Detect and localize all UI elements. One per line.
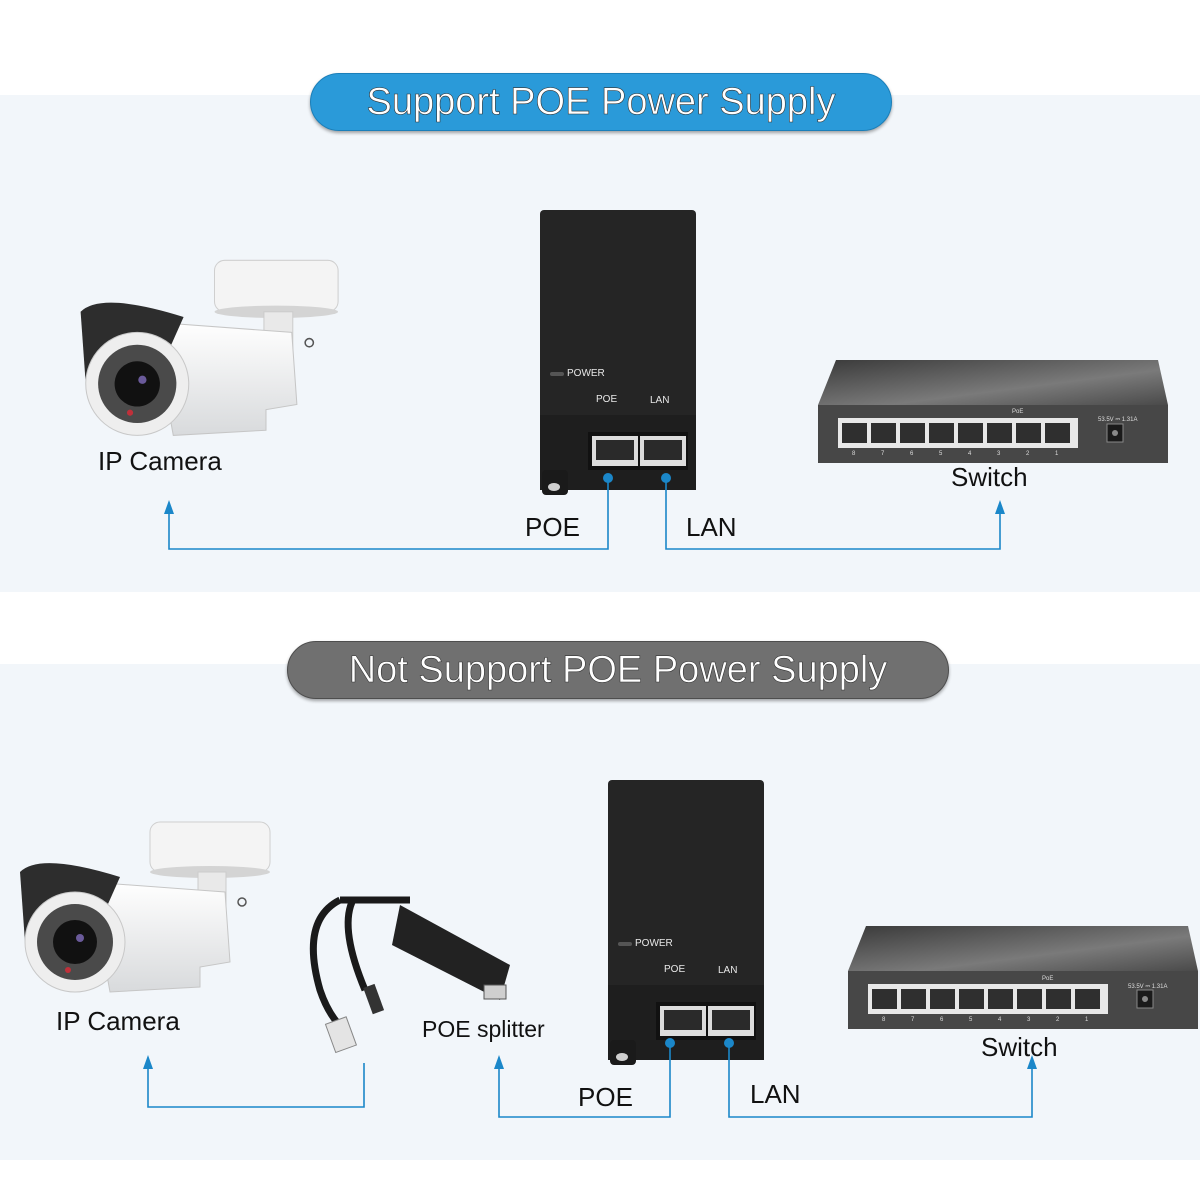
switch-port-number: 7 [881, 451, 885, 457]
not-support-poe-title: Not Support POE Power Supply [287, 641, 949, 699]
ip-camera-image [19, 821, 271, 993]
switch-port-number: 6 [940, 1017, 944, 1023]
arrow-up-icon [494, 1055, 504, 1069]
switch-image [817, 359, 1169, 464]
switch-power-rating: 53.5V ⎓ 1.31A [1128, 984, 1167, 990]
switch-label: Switch [981, 1032, 1058, 1062]
ip-camera-image [79, 259, 339, 437]
port-dot [724, 1038, 734, 1048]
connector-lines-top [168, 478, 1001, 550]
switch-port-numbers: 8 7 6 5 4 3 2 1 [852, 451, 1059, 457]
poe-splitter-image [309, 896, 510, 1054]
poe-line-label: POE [525, 512, 580, 542]
ip-camera-label: IP Camera [98, 446, 222, 476]
switch-port-number: 2 [1026, 451, 1030, 457]
ip-camera-label: IP Camera [56, 1006, 180, 1036]
poe-line [168, 478, 609, 550]
switch-image [847, 925, 1199, 1030]
poe-line [498, 1043, 671, 1118]
switch-port-numbers: 8 7 6 5 4 3 2 1 [882, 1017, 1089, 1023]
switch-port-number: 4 [998, 1017, 1002, 1023]
injector-power-label: POWER [567, 368, 605, 379]
injector-power-label: POWER [635, 938, 673, 949]
arrow-heads-bottom [143, 1038, 1037, 1069]
arrow-up-icon [1027, 1055, 1037, 1069]
switch-port-number: 1 [1085, 1017, 1089, 1023]
port-dot [661, 473, 671, 483]
arrow-up-icon [164, 500, 174, 514]
switch-poe-group-label: PoE [1012, 409, 1023, 415]
poe-injector-image [540, 210, 696, 495]
lan-line [728, 1043, 1033, 1118]
poe-line-label: POE [578, 1082, 633, 1112]
switch-port-number: 3 [997, 451, 1001, 457]
injector-poe-label: POE [596, 394, 617, 405]
switch-port-number: 1 [1055, 451, 1059, 457]
lan-line-label: LAN [686, 512, 737, 542]
switch-port-number: 8 [852, 451, 856, 457]
switch-power-rating: 53.5V ⎓ 1.31A [1098, 417, 1137, 423]
switch-port-number: 4 [968, 451, 972, 457]
port-dot [665, 1038, 675, 1048]
connector-lines-bottom [147, 1043, 1033, 1118]
switch-port-number: 8 [882, 1017, 886, 1023]
lan-line-label: LAN [750, 1079, 801, 1109]
switch-label: Switch [951, 462, 1028, 492]
arrow-up-icon [143, 1055, 153, 1069]
switch-port-number: 3 [1027, 1017, 1031, 1023]
injector-lan-label: LAN [718, 965, 737, 976]
support-poe-title: Support POE Power Supply [310, 73, 892, 131]
injector-lan-label: LAN [650, 395, 669, 406]
injector-poe-label: POE [664, 964, 685, 975]
lan-line [665, 478, 1001, 550]
switch-port-number: 5 [969, 1017, 973, 1023]
switch-port-number: 5 [939, 451, 943, 457]
poe-splitter-label: POE splitter [422, 1016, 545, 1042]
arrow-heads-top [164, 473, 1005, 514]
switch-poe-group-label: PoE [1042, 976, 1053, 982]
switch-port-number: 7 [911, 1017, 915, 1023]
camera-splitter-line [147, 1063, 365, 1108]
switch-port-number: 6 [910, 451, 914, 457]
switch-port-number: 2 [1056, 1017, 1060, 1023]
arrow-up-icon [995, 500, 1005, 514]
poe-injector-image [608, 780, 764, 1065]
port-dot [603, 473, 613, 483]
